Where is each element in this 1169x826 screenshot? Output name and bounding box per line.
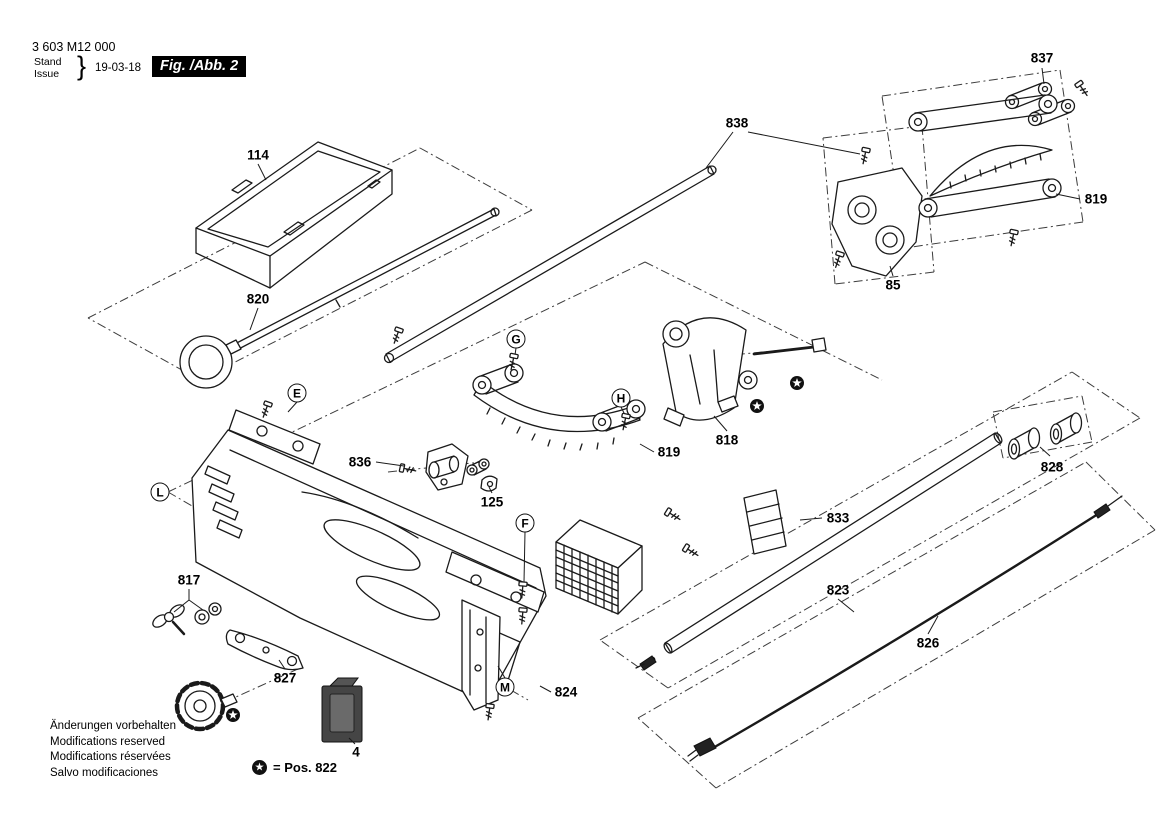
callout-823: 823 xyxy=(826,582,850,598)
ref-letter-F: F xyxy=(515,513,535,533)
brace-glyph: } xyxy=(77,51,87,81)
callout-836: 836 xyxy=(348,454,372,470)
stand-label: Stand xyxy=(34,56,62,68)
pos-822-legend: ★ = Pos. 822 xyxy=(252,760,337,775)
modification-notes: Änderungen vorbehalten Modifications res… xyxy=(50,719,176,781)
part-824-drawing xyxy=(461,599,501,722)
callout-826: 826 xyxy=(916,635,940,651)
callout-125: 125 xyxy=(480,494,504,510)
part-838-drawing xyxy=(383,146,871,364)
note-en: Modifications reserved xyxy=(50,735,166,748)
callout-820: 820 xyxy=(246,291,270,307)
knob-822-drawing xyxy=(174,680,238,732)
figure-label: Fig. /Abb. 2 xyxy=(152,56,247,77)
ref-letter-E: E xyxy=(287,383,307,403)
callout-4: 4 xyxy=(352,744,360,760)
issue-date: 19-03-18 xyxy=(95,62,142,74)
part-819-mid-drawing xyxy=(472,363,646,451)
main-housing-drawing xyxy=(191,409,547,695)
part-819-top-drawing xyxy=(908,94,1062,248)
callout-837: 837 xyxy=(1030,50,1054,66)
callout-114: 114 xyxy=(247,147,269,163)
note-es: Salvo modificaciones xyxy=(50,766,159,779)
callout-838: 838 xyxy=(725,115,749,131)
callout-824: 824 xyxy=(554,684,578,700)
part-125-drawing xyxy=(480,475,498,492)
part-817-drawing xyxy=(152,602,222,636)
part-837-drawing xyxy=(1004,79,1091,127)
mesh-box-drawing xyxy=(555,519,643,615)
part-114-drawing xyxy=(195,141,393,289)
leader-lines xyxy=(173,67,1081,745)
part-836-drawing xyxy=(398,443,490,491)
part-833-drawing xyxy=(663,489,787,560)
ref-letter-H: H xyxy=(611,388,631,408)
part-828-drawing xyxy=(1007,412,1083,460)
callout-817: 817 xyxy=(177,572,201,588)
ref-letter-L: L xyxy=(150,482,170,502)
note-de: Änderungen vorbehalten xyxy=(50,720,176,732)
callout-818: 818 xyxy=(715,432,739,448)
pos-822-star-icon: ★ xyxy=(252,760,267,775)
callout-85: 85 xyxy=(885,277,901,293)
part-4-switch-drawing xyxy=(321,677,363,743)
callout-819-mid: 819 xyxy=(657,444,681,460)
callout-828: 828 xyxy=(1040,459,1064,475)
part-818-drawing xyxy=(662,317,827,427)
part-820-drawing xyxy=(179,207,500,389)
callout-827: 827 xyxy=(273,670,297,686)
callout-819-top: 819 xyxy=(1084,191,1108,207)
part-826-drawing xyxy=(687,495,1123,762)
part-85-drawing xyxy=(831,167,923,277)
part-827-drawing xyxy=(225,629,304,671)
part-823-drawing xyxy=(635,432,1003,671)
ref-letter-M: M xyxy=(495,677,515,697)
ref-letter-G: G xyxy=(506,329,526,349)
pos-822-legend-text: = Pos. 822 xyxy=(273,760,337,775)
stand-issue-label: Stand Issue xyxy=(34,56,61,80)
issue-label: Issue xyxy=(34,68,60,80)
callout-833: 833 xyxy=(826,510,850,526)
part-number: 3 603 M12 000 xyxy=(32,40,116,54)
note-fr: Modifications réservées xyxy=(50,751,171,763)
